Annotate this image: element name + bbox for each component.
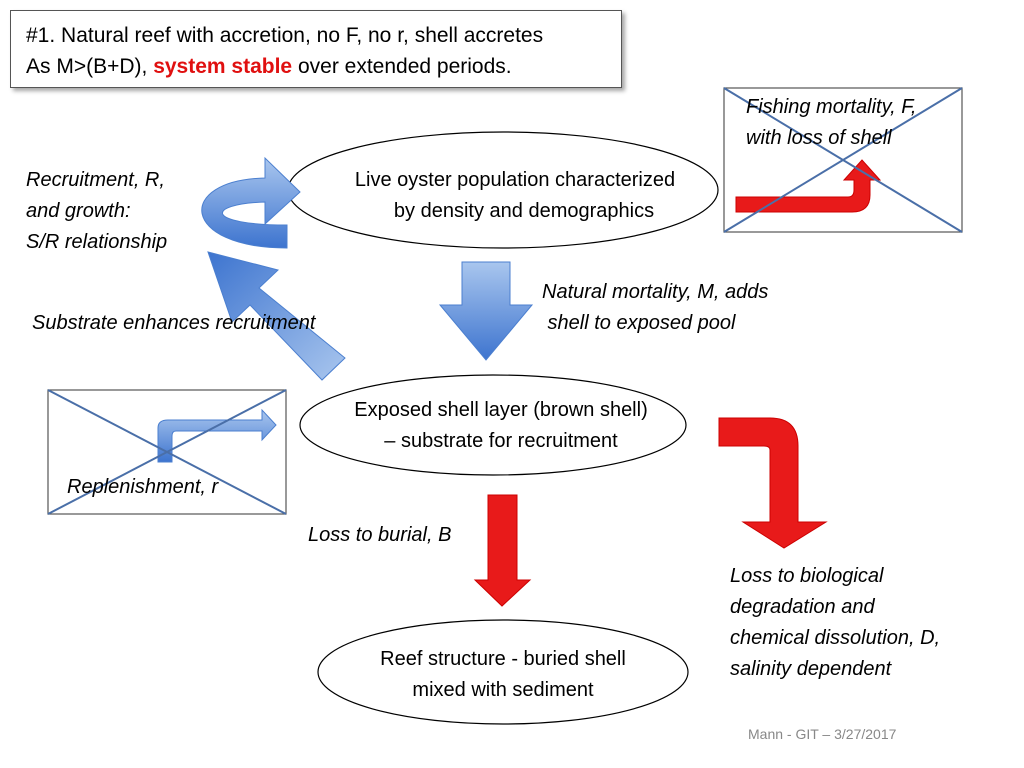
title-line-2: As M>(B+D), system stable over extended …	[26, 51, 621, 82]
degradation-bent-arrow	[718, 417, 828, 549]
live-oyster-text: Live oyster population characterized by …	[310, 165, 720, 227]
title-line-2-suffix: over extended periods.	[292, 55, 512, 78]
replenishment-box	[47, 389, 287, 515]
title-line-1: #1. Natural reef with accretion, no F, n…	[26, 24, 544, 47]
degradation-line-3: chemical dissolution, D,	[730, 627, 941, 649]
recruitment-label-line-3: S/R relationship	[26, 231, 168, 253]
degradation-line-2: degradation and	[730, 596, 875, 618]
replenishment-blue-arrow	[157, 408, 277, 463]
degradation-line-4: salinity dependent	[730, 658, 892, 680]
exposed-shell-text: Exposed shell layer (brown shell) – subs…	[300, 395, 702, 457]
natural-mortality-label: Natural mortality, M, adds shell to expo…	[542, 277, 768, 339]
title-line-2-prefix: As M>(B+D),	[26, 55, 154, 78]
reef-structure-ellipse	[317, 619, 689, 725]
reef-structure-line-2: mixed with sediment	[412, 679, 594, 701]
recruitment-label: Recruitment, R, and growth: S/R relation…	[26, 165, 167, 258]
fishing-red-arrow	[735, 159, 882, 213]
title-box: #1. Natural reef with accretion, no F, n…	[10, 10, 622, 88]
degradation-label: Loss to biological degradation and chemi…	[730, 561, 940, 685]
natural-mortality-line-1: Natural mortality, M, adds	[542, 281, 769, 303]
recruitment-label-line-2: and growth:	[26, 200, 131, 222]
substrate-label: Substrate enhances recruitment	[32, 312, 316, 334]
reef-structure-line-1: Reef structure - buried shell	[380, 648, 626, 670]
fishing-mortality-label: Fishing mortality, F, with loss of shell	[746, 92, 916, 154]
degradation-line-1: Loss to biological	[730, 565, 884, 587]
footer-credit: Mann - GIT – 3/27/2017	[748, 726, 897, 742]
burial-label: Loss to burial, B	[308, 524, 452, 546]
recruitment-label-line-1: Recruitment, R,	[26, 169, 165, 191]
reef-structure-text: Reef structure - buried shell mixed with…	[318, 644, 688, 706]
live-oyster-line-2: by density and demographics	[393, 200, 655, 222]
title-emphasis: system stable	[153, 55, 293, 78]
natural-mortality-line-2: shell to exposed pool	[542, 312, 736, 334]
exposed-shell-ellipse	[299, 374, 687, 476]
live-oyster-line-1: Live oyster population characterized	[354, 169, 676, 191]
burial-down-arrow	[473, 494, 532, 607]
exposed-shell-line-2: – substrate for recruitment	[384, 430, 618, 452]
fishing-mortality-line-1: Fishing mortality, F,	[746, 96, 917, 118]
natural-mortality-down-arrow	[438, 261, 534, 361]
fishing-mortality-box	[723, 87, 963, 233]
fishing-mortality-line-2: with loss of shell	[746, 127, 892, 149]
substrate-diagonal-arrow	[207, 251, 346, 381]
recruitment-curved-arrow	[201, 156, 301, 249]
exposed-shell-line-1: Exposed shell layer (brown shell)	[354, 399, 648, 421]
replenishment-label: Replenishment, r	[67, 476, 219, 498]
